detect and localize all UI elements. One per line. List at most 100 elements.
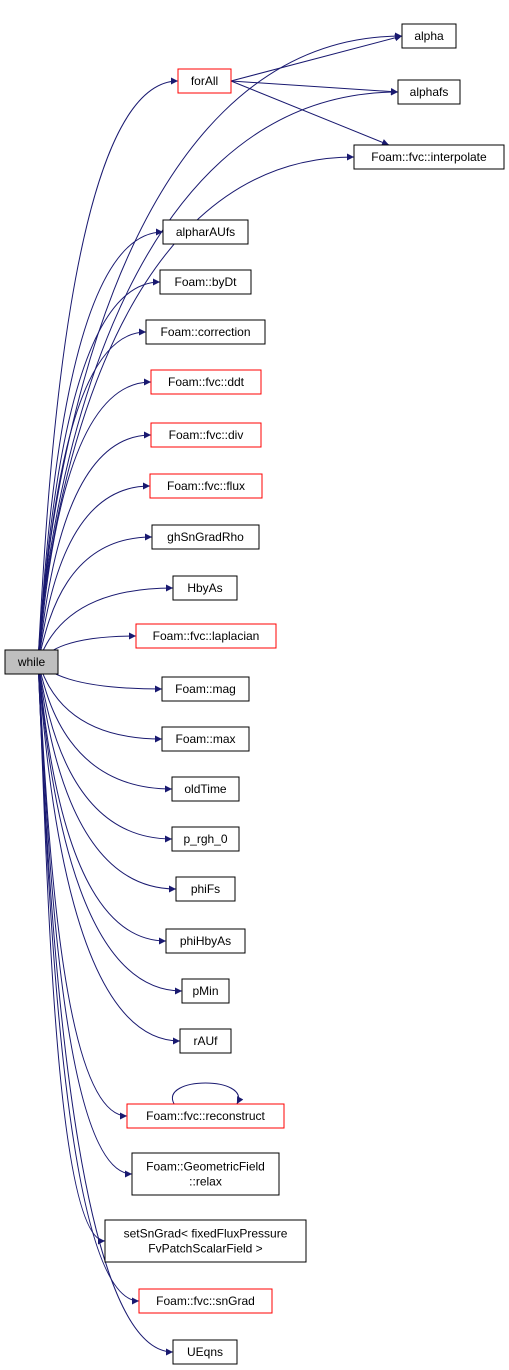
node-relax-label: Foam::GeometricField <box>146 1160 265 1174</box>
nodes-layer: while alphaforAllalphafsFoam::fvc::interp… <box>4 23 505 1365</box>
node-byDt[interactable]: Foam::byDt <box>159 269 252 295</box>
node-interpolate-label: Foam::fvc::interpolate <box>371 150 487 164</box>
node-alpha[interactable]: alpha <box>401 23 457 49</box>
node-alpha-box[interactable] <box>401 23 457 49</box>
node-interpolate[interactable]: Foam::fvc::interpolate <box>353 144 505 170</box>
node-p_rgh_0[interactable]: p_rgh_0 <box>171 826 240 852</box>
node-mag-label: Foam::mag <box>175 682 236 696</box>
node-correction-label: Foam::correction <box>160 325 250 339</box>
node-while[interactable]: while <box>4 649 59 675</box>
node-forAll-label: forAll <box>191 74 218 88</box>
node-ddt[interactable]: Foam::fvc::ddt <box>150 369 262 395</box>
edge-while-to-p_rgh_0 <box>37 661 173 843</box>
edge-while-to-div <box>37 431 152 663</box>
node-flux-label: Foam::fvc::flux <box>167 479 245 493</box>
node-reconstruct-label: Foam::fvc::reconstruct <box>146 1109 265 1123</box>
node-alpha-label: alpha <box>414 29 444 43</box>
node-relax-box[interactable] <box>131 1152 280 1196</box>
node-div[interactable]: Foam::fvc::div <box>150 422 262 448</box>
node-pMin[interactable]: pMin <box>181 978 230 1004</box>
node-setSnGrad[interactable]: setSnGrad< fixedFluxPressureFvPatchScala… <box>104 1219 307 1263</box>
node-oldTime-box[interactable] <box>171 776 240 802</box>
node-mag[interactable]: Foam::mag <box>161 676 250 702</box>
node-byDt-label: Foam::byDt <box>174 275 237 289</box>
node-alpharAUfs-label: alpharAUfs <box>176 225 235 239</box>
node-interpolate-box[interactable] <box>353 144 505 170</box>
node-laplacian-label: Foam::fvc::laplacian <box>153 629 260 643</box>
node-div-label: Foam::fvc::div <box>169 428 244 442</box>
node-p_rgh_0-label: p_rgh_0 <box>183 832 227 846</box>
node-HbyAs-label: HbyAs <box>187 581 222 595</box>
node-oldTime[interactable]: oldTime <box>171 776 240 802</box>
node-alpharAUfs-box[interactable] <box>162 219 249 245</box>
node-alpharAUfs[interactable]: alpharAUfs <box>162 219 249 245</box>
node-HbyAs-box[interactable] <box>172 575 238 601</box>
edge-while-to-correction <box>37 328 147 663</box>
node-reconstruct-box[interactable] <box>126 1103 285 1129</box>
node-laplacian[interactable]: Foam::fvc::laplacian <box>135 623 277 649</box>
node-while-label: while <box>17 655 46 669</box>
node-reconstruct[interactable]: Foam::fvc::reconstruct <box>126 1103 285 1129</box>
node-max-box[interactable] <box>161 726 250 752</box>
edge-while-to-reconstruct <box>37 661 128 1120</box>
node-UEqns[interactable]: UEqns <box>172 1339 238 1365</box>
edges-layer <box>37 32 403 1356</box>
edge-while-to-UEqns <box>37 661 174 1356</box>
node-ghSnGradRho-label: ghSnGradRho <box>167 530 244 544</box>
node-setSnGrad-box[interactable] <box>104 1219 307 1263</box>
node-alphafs[interactable]: alphafs <box>397 79 461 105</box>
node-phiHbyAs[interactable]: phiHbyAs <box>165 928 246 954</box>
node-phiFs-box[interactable] <box>175 876 236 902</box>
node-laplacian-box[interactable] <box>135 623 277 649</box>
node-forAll-box[interactable] <box>177 68 232 94</box>
edge-while-to-relax <box>37 661 133 1178</box>
node-UEqns-box[interactable] <box>172 1339 238 1365</box>
edge-while-to-oldTime <box>37 661 173 793</box>
node-phiHbyAs-label: phiHbyAs <box>180 934 231 948</box>
node-snGrad[interactable]: Foam::fvc::snGrad <box>138 1288 273 1314</box>
node-ghSnGradRho[interactable]: ghSnGradRho <box>151 524 260 550</box>
node-max[interactable]: Foam::max <box>161 726 250 752</box>
edge-reconstruct-to-reconstruct <box>171 1082 244 1105</box>
node-pMin-label: pMin <box>192 984 218 998</box>
edge-while-to-phiFs <box>37 661 177 893</box>
node-ghSnGradRho-box[interactable] <box>151 524 260 550</box>
node-UEqns-label: UEqns <box>187 1345 223 1359</box>
node-phiFs-label: phiFs <box>191 882 220 896</box>
node-rAUf-box[interactable] <box>179 1028 232 1054</box>
node-while-box[interactable] <box>4 649 59 675</box>
node-relax[interactable]: Foam::GeometricField::relax <box>131 1152 280 1196</box>
node-ddt-label: Foam::fvc::ddt <box>168 375 245 389</box>
node-flux-box[interactable] <box>149 473 263 499</box>
edge-forAll-to-alphafs <box>230 80 399 96</box>
node-correction-box[interactable] <box>145 319 266 345</box>
edge-forAll-to-interpolate <box>230 80 390 146</box>
node-forAll[interactable]: forAll <box>177 68 232 94</box>
node-byDt-box[interactable] <box>159 269 252 295</box>
node-phiHbyAs-box[interactable] <box>165 928 246 954</box>
node-relax-label: ::relax <box>189 1175 222 1189</box>
node-phiFs[interactable]: phiFs <box>175 876 236 902</box>
node-snGrad-label: Foam::fvc::snGrad <box>156 1294 255 1308</box>
node-rAUf[interactable]: rAUf <box>179 1028 232 1054</box>
node-ddt-box[interactable] <box>150 369 262 395</box>
node-p_rgh_0-box[interactable] <box>171 826 240 852</box>
node-oldTime-label: oldTime <box>184 782 227 796</box>
edge-while-to-alpharAUfs <box>37 228 164 663</box>
edge-while-to-forAll <box>37 77 179 663</box>
node-alphafs-box[interactable] <box>397 79 461 105</box>
edge-while-to-flux <box>37 482 151 663</box>
node-pMin-box[interactable] <box>181 978 230 1004</box>
edge-while-to-pMin <box>37 661 183 995</box>
node-alphafs-label: alphafs <box>410 85 449 99</box>
node-snGrad-box[interactable] <box>138 1288 273 1314</box>
node-HbyAs[interactable]: HbyAs <box>172 575 238 601</box>
node-rAUf-label: rAUf <box>194 1034 219 1048</box>
node-flux[interactable]: Foam::fvc::flux <box>149 473 263 499</box>
edge-while-to-alpha <box>37 32 403 663</box>
edge-while-to-interpolate <box>37 153 355 663</box>
node-correction[interactable]: Foam::correction <box>145 319 266 345</box>
node-div-box[interactable] <box>150 422 262 448</box>
node-mag-box[interactable] <box>161 676 250 702</box>
